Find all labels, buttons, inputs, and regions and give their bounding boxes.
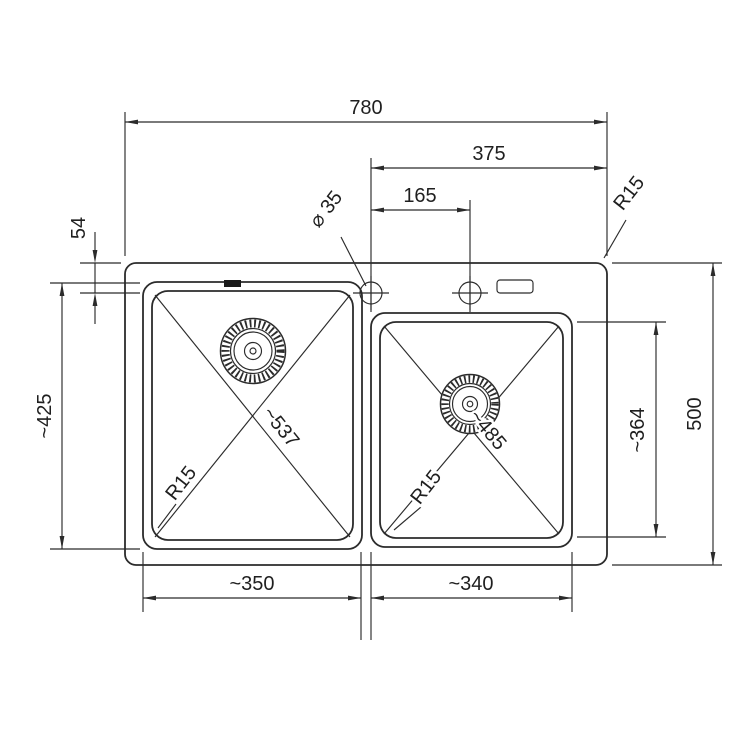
left-bowl-diagonal-line-2 (154, 294, 351, 538)
left-bowl-outer-edge (142, 281, 363, 550)
left-drain-circle-2 (229, 327, 277, 375)
dim-label: ~425 (34, 393, 56, 438)
arrowhead (457, 207, 470, 213)
leader-line (603, 219, 627, 259)
dim-label: R15 (406, 466, 446, 508)
arrowhead (92, 250, 98, 263)
dim-overall-depth: 500 (612, 262, 722, 566)
dim-label: 375 (472, 143, 505, 165)
arrowhead (594, 119, 607, 125)
arrowhead (348, 595, 361, 601)
arrowhead (371, 207, 384, 213)
right-bowl-inner-edge (379, 321, 564, 539)
dim-label: 165 (403, 185, 436, 207)
arrowhead (59, 536, 65, 549)
arrowhead (594, 165, 607, 171)
left-drain (219, 317, 287, 385)
arrowhead (371, 595, 384, 601)
dim-top-corner-radius: R15 (603, 170, 652, 259)
right-drain-circle-4 (461, 395, 479, 413)
right-bowl-outer-edge (370, 312, 573, 548)
dim-hole-diameter: ⌀ 35 (303, 184, 367, 287)
right-drain-circle-3 (451, 385, 489, 423)
dim-edge-to-hole: 54 (66, 214, 140, 324)
right-drain-center (466, 400, 474, 408)
left-drain-circle-3 (233, 331, 273, 371)
arrowhead (559, 595, 572, 601)
dim-left-bowl-length: ~425 (32, 282, 140, 550)
leader-line (340, 236, 367, 287)
overflow-mark (224, 280, 241, 287)
right-drain (439, 373, 501, 435)
right-drain-circle-2 (448, 382, 492, 426)
dim-left-bowl-width: ~350 (142, 552, 362, 640)
leader-line (393, 506, 422, 531)
dim-label: ~350 (229, 573, 274, 595)
arrowhead (710, 263, 716, 276)
dim-hole-spacing: 165 (371, 183, 471, 312)
left-bowl (142, 281, 363, 550)
dim-right-bowl-width: ~340 (370, 552, 573, 640)
dim-right-section-width: 375 (370, 141, 607, 312)
left-drain-knurled-ring (221, 319, 285, 383)
sink-outline (124, 262, 608, 566)
arrowhead (710, 552, 716, 565)
left-drain-center (249, 347, 257, 355)
dim-right-bowl-corner-radius: R15 (393, 464, 449, 531)
dim-label: ~537 (258, 403, 303, 452)
dim-label: ~340 (448, 573, 493, 595)
arrowhead (371, 165, 384, 171)
dim-left-bowl-diagonal: ~537 (255, 400, 305, 454)
dim-overall-width: 780 (124, 95, 608, 256)
dim-left-bowl-corner-radius: R15 (157, 460, 204, 529)
dim-label: 54 (68, 217, 90, 239)
rim-plate (496, 279, 534, 294)
dim-label: 500 (684, 397, 706, 430)
left-drain-circle-4 (243, 341, 263, 361)
dim-label: 780 (349, 97, 382, 119)
arrowhead (125, 119, 138, 125)
arrowhead (143, 595, 156, 601)
right-drain-knurled-ring (441, 375, 499, 433)
dim-label: R15 (609, 172, 649, 214)
dim-label: ~364 (627, 407, 649, 452)
sink-outer-rim (124, 262, 608, 566)
dim-label: ⌀ 35 (305, 187, 347, 232)
arrowhead (59, 283, 65, 296)
left-bowl-inner-edge (151, 290, 354, 541)
arrowhead (653, 322, 659, 335)
arrowhead (92, 293, 98, 306)
dim-right-bowl-length: ~364 (577, 321, 666, 538)
leader-line (157, 503, 177, 529)
arrowhead (653, 524, 659, 537)
dim-label: R15 (161, 462, 201, 504)
